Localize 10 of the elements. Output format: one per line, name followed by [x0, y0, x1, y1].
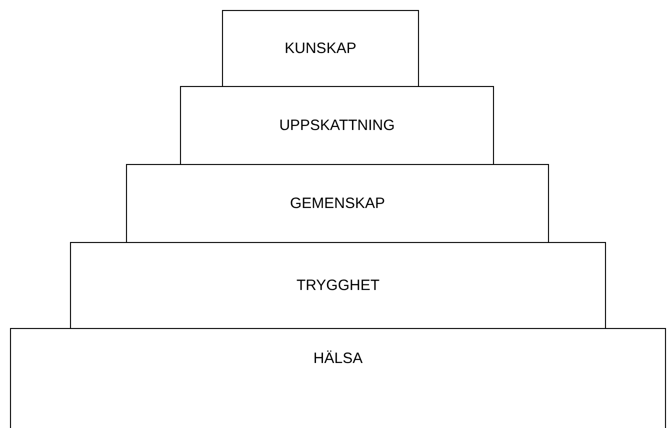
level-label: HÄLSA	[313, 350, 363, 366]
level-label: TRYGGHET	[296, 277, 380, 294]
pyramid-level	[70, 242, 606, 329]
pyramid-level	[126, 164, 549, 243]
pyramid-level	[222, 10, 419, 87]
level-label: GEMENSKAP	[290, 195, 386, 212]
pyramid-level	[180, 86, 494, 165]
level-label: UPPSKATTNING	[279, 117, 395, 134]
pyramid-level	[10, 328, 666, 428]
level-label: KUNSKAP	[284, 40, 356, 57]
